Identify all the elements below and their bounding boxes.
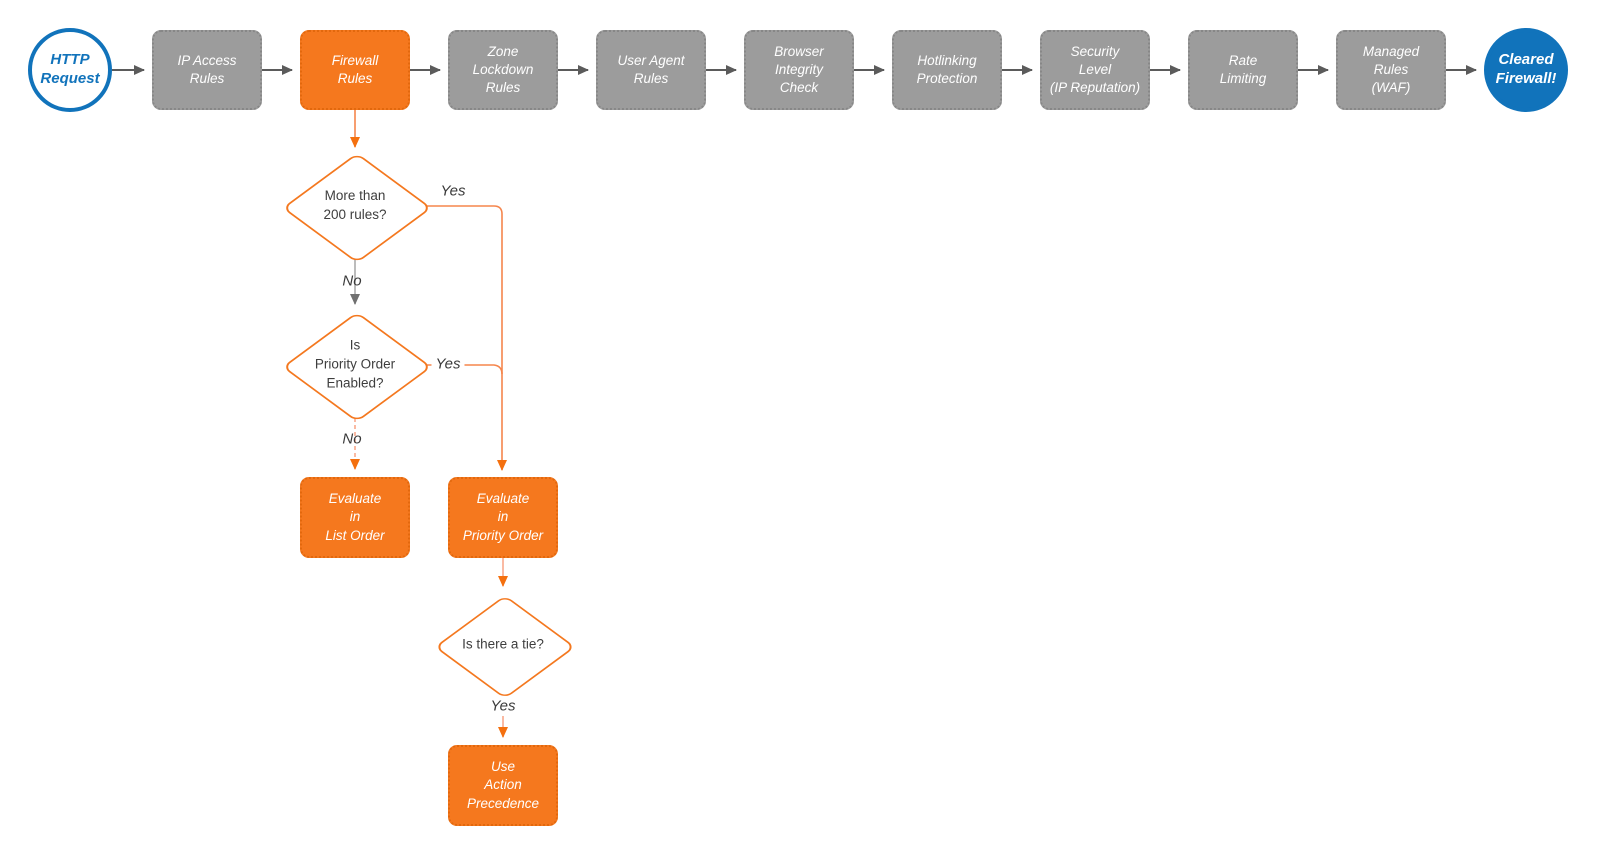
stage-ip-access-rules: IP Access Rules [152,30,262,110]
process-label: Evaluate in List Order [325,490,385,543]
decision-is-there-a-tie-label: Is there a tie? [462,636,544,652]
stage-rate-limiting: Rate Limiting [1188,30,1298,110]
stage-label: Zone Lockdown Rules [472,44,534,95]
edge-label-decision2-yes: Yes [431,355,465,373]
edge-decision2-yes-merge [427,364,503,375]
stage-label: User Agent Rules [617,53,685,86]
stage-label: Security Level (IP Reputation) [1049,44,1141,95]
end-node-cleared-firewall: Cleared Firewall! [1484,28,1568,112]
process-evaluate-in-list-order: Evaluate in List Order [300,477,410,558]
stage-user-agent-rules: User Agent Rules [596,30,706,110]
decision-more-than-200-rules-label: More than 200 rules? [323,188,387,222]
process-evaluate-in-priority-order: Evaluate in Priority Order [448,477,558,558]
edge-label-decision3-yes: Yes [490,697,516,715]
stage-security-level: Security Level (IP Reputation) [1040,30,1150,110]
start-node-label: HTTP Request [40,51,100,87]
end-node-label: Cleared Firewall! [1495,51,1557,87]
decision-priority-order-enabled-label: Is Priority Order Enabled? [314,337,396,391]
process-label: Use Action Precedence [466,758,540,811]
stage-browser-integrity-check: Browser Integrity Check [744,30,854,110]
stage-firewall-rules: Firewall Rules [300,30,410,110]
stage-label: Managed Rules (WAF) [1362,44,1420,95]
stage-managed-rules-waf: Managed Rules (WAF) [1336,30,1446,110]
edge-label-decision1-yes: Yes [440,182,466,200]
process-use-action-precedence: Use Action Precedence [448,745,558,826]
stage-hotlinking-protection: Hotlinking Protection [892,30,1002,110]
start-node-http-request: HTTP Request [28,28,112,112]
stage-label: Rate Limiting [1219,53,1267,86]
edge-decision1-yes-elbow [427,205,507,471]
stage-label: Hotlinking Protection [916,53,978,86]
stage-label: Browser Integrity Check [774,44,824,95]
stage-label: IP Access Rules [177,53,237,86]
stage-zone-lockdown-rules: Zone Lockdown Rules [448,30,558,110]
process-label: Evaluate in Priority Order [462,490,544,543]
edge-label-decision1-no: No [342,272,362,290]
edge-label-decision2-no: No [342,430,362,448]
stage-label: Firewall Rules [331,53,379,86]
